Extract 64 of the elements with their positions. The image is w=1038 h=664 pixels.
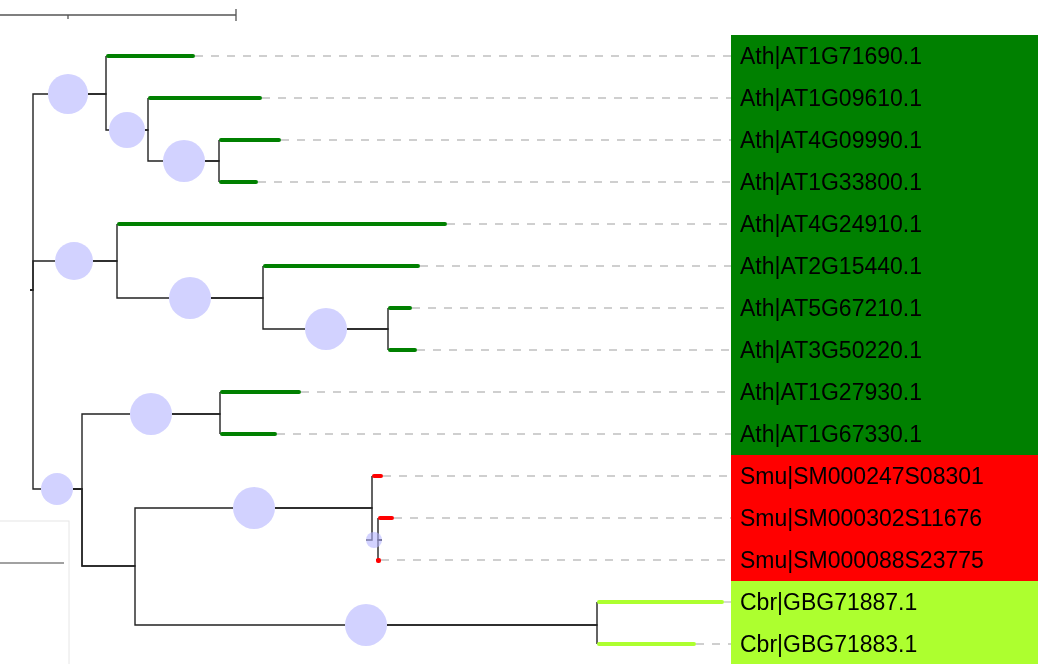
branch-tip-bar [219,180,258,184]
branch-tip-bar [219,138,281,142]
branch-tip-bar [106,54,195,58]
branch-tip-bar [148,96,262,100]
taxon-label: Smu|SM000088S23775 [731,539,1038,581]
support-circle [55,242,93,280]
leader-line [280,139,732,141]
leader-line [194,55,732,57]
tree-branch [171,413,221,435]
taxon-label: Ath|AT1G09610.1 [731,77,1038,119]
taxon-label: Ath|AT1G33800.1 [731,161,1038,203]
branch-tip-bar [388,306,412,310]
tree-branch [375,539,383,561]
tree-branch [87,93,110,131]
taxon-label: Cbr|GBG71887.1 [731,581,1038,623]
tree-branch [346,328,389,351]
branch-tip-bar [597,600,724,604]
leader-line [276,433,732,435]
support-circle [48,74,88,114]
branch-tip-bar [263,264,420,268]
taxon-label: Ath|AT1G71690.1 [731,35,1038,77]
support-circle [169,277,211,319]
tree-branch [144,97,149,131]
leader-line [261,97,732,99]
branch-tip-bar [372,474,383,478]
support-circle [366,532,382,548]
support-circle [305,308,347,350]
support-circle [41,473,73,505]
support-circle [233,487,275,529]
leader-line [419,265,732,267]
taxon-label: Ath|AT1G67330.1 [731,413,1038,455]
support-circle [109,112,145,148]
leader-line [723,601,732,603]
tree-branch [144,129,164,162]
tree-branch [72,488,346,626]
leader-line [257,181,732,183]
support-circle [130,393,172,435]
branch-tip-bar [388,348,417,352]
tree-branch [386,624,598,645]
taxon-label: Ath|AT1G27930.1 [731,371,1038,413]
taxon-label: Ath|AT3G50220.1 [731,329,1038,371]
taxon-label: Smu|SM000302S11676 [731,497,1038,539]
branch-tip-bar [220,432,277,436]
leader-line [416,349,732,351]
tree-branch [29,260,56,291]
taxon-label: Cbr|GBG71883.1 [731,623,1038,664]
taxon-label: Ath|AT4G24910.1 [731,203,1038,245]
tree-branch [210,297,306,330]
taxon-label: Ath|AT4G09990.1 [731,119,1038,161]
tree-branch [204,160,220,183]
branch-tip-bar [376,557,381,563]
branch-tip-bar [117,222,447,226]
branch-tip-bar [220,390,301,394]
leader-line [695,643,732,645]
taxon-label: Ath|AT5G67210.1 [731,287,1038,329]
support-circle [163,140,205,182]
branch-tip-bar [597,642,696,646]
tree-branch [92,260,170,299]
branch-tip-bar [378,516,394,520]
taxon-label: Ath|AT2G15440.1 [731,245,1038,287]
tree-branch [274,507,373,541]
support-circle [345,604,387,646]
tree-branch [29,289,42,490]
taxon-label: Smu|SM000247S08301 [731,455,1038,497]
